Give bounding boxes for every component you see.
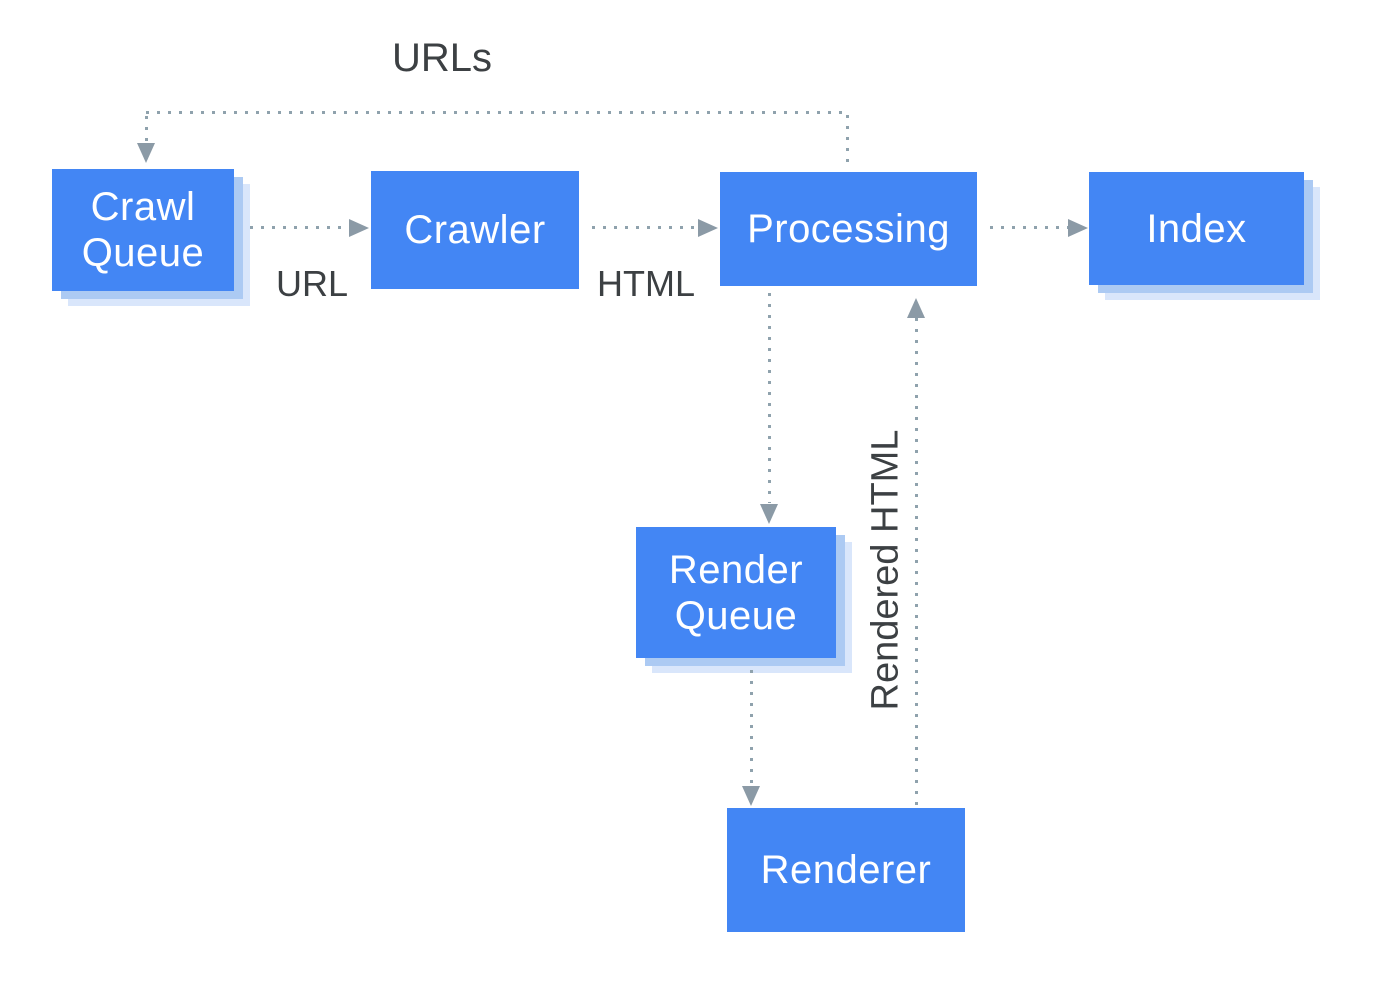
node-index-label: Index	[1146, 206, 1247, 251]
node-crawler: Crawler	[371, 171, 579, 289]
arrowhead-down-into-render-queue-icon	[760, 504, 778, 524]
edge-crawlqueue-crawler-line	[250, 226, 348, 229]
node-render-queue-label: Render Queue	[668, 547, 804, 638]
node-processing-label: Processing	[747, 207, 950, 251]
arrowhead-down-into-crawl-queue-icon	[137, 143, 155, 163]
edge-processing-crawlqueue-segment-up	[846, 115, 849, 167]
node-render-queue: Render Queue	[636, 527, 836, 658]
node-renderer-label: Renderer	[760, 848, 932, 892]
edge-renderqueue-renderer-line	[750, 670, 753, 786]
edge-crawler-processing-line	[592, 226, 696, 229]
arrowhead-right-into-crawler-icon	[349, 219, 369, 237]
edge-processing-crawlqueue-segment-down	[145, 116, 148, 142]
edge-processing-index-line	[990, 226, 1068, 229]
edge-processing-renderqueue-line	[768, 293, 771, 503]
node-crawl-queue: Crawl Queue	[52, 169, 234, 291]
edge-label-rendered-html: Rendered HTML	[864, 429, 907, 711]
node-crawl-queue-label: Crawl Queue	[81, 185, 205, 275]
edge-processing-crawlqueue-segment-across	[146, 111, 850, 114]
arrowhead-right-into-processing-icon	[698, 219, 718, 237]
node-index: Index	[1089, 172, 1304, 285]
node-renderer: Renderer	[727, 808, 965, 932]
edge-label-urls: URLs	[392, 36, 493, 80]
edge-renderer-processing-line	[915, 318, 918, 806]
arrowhead-up-into-processing-icon	[907, 298, 925, 318]
edge-label-url: URL	[276, 263, 349, 304]
arrowhead-down-into-renderer-icon	[742, 786, 760, 806]
node-processing: Processing	[720, 172, 977, 286]
node-crawler-label: Crawler	[404, 208, 546, 252]
edge-label-html: HTML	[597, 263, 695, 304]
arrowhead-right-into-index-icon	[1068, 219, 1088, 237]
